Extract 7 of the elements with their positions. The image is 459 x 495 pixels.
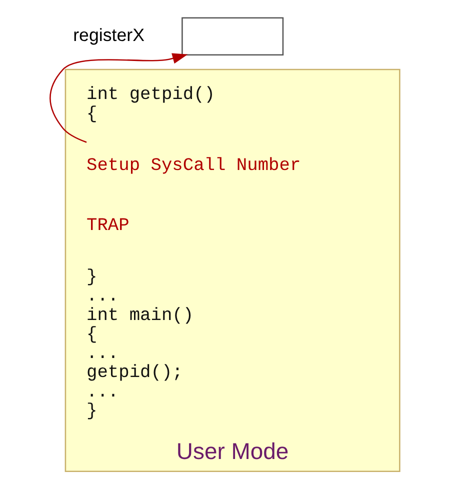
node-text: TRAP [86,216,129,236]
arrow [49,53,188,143]
node-text: Setup SysCall Number [86,156,300,176]
node-text: int getpid() { [86,85,215,124]
node-label: registerX [72,25,144,46]
node-text: } ... int main() { ... getpid(); ... } [86,268,194,422]
node-box [181,17,284,56]
